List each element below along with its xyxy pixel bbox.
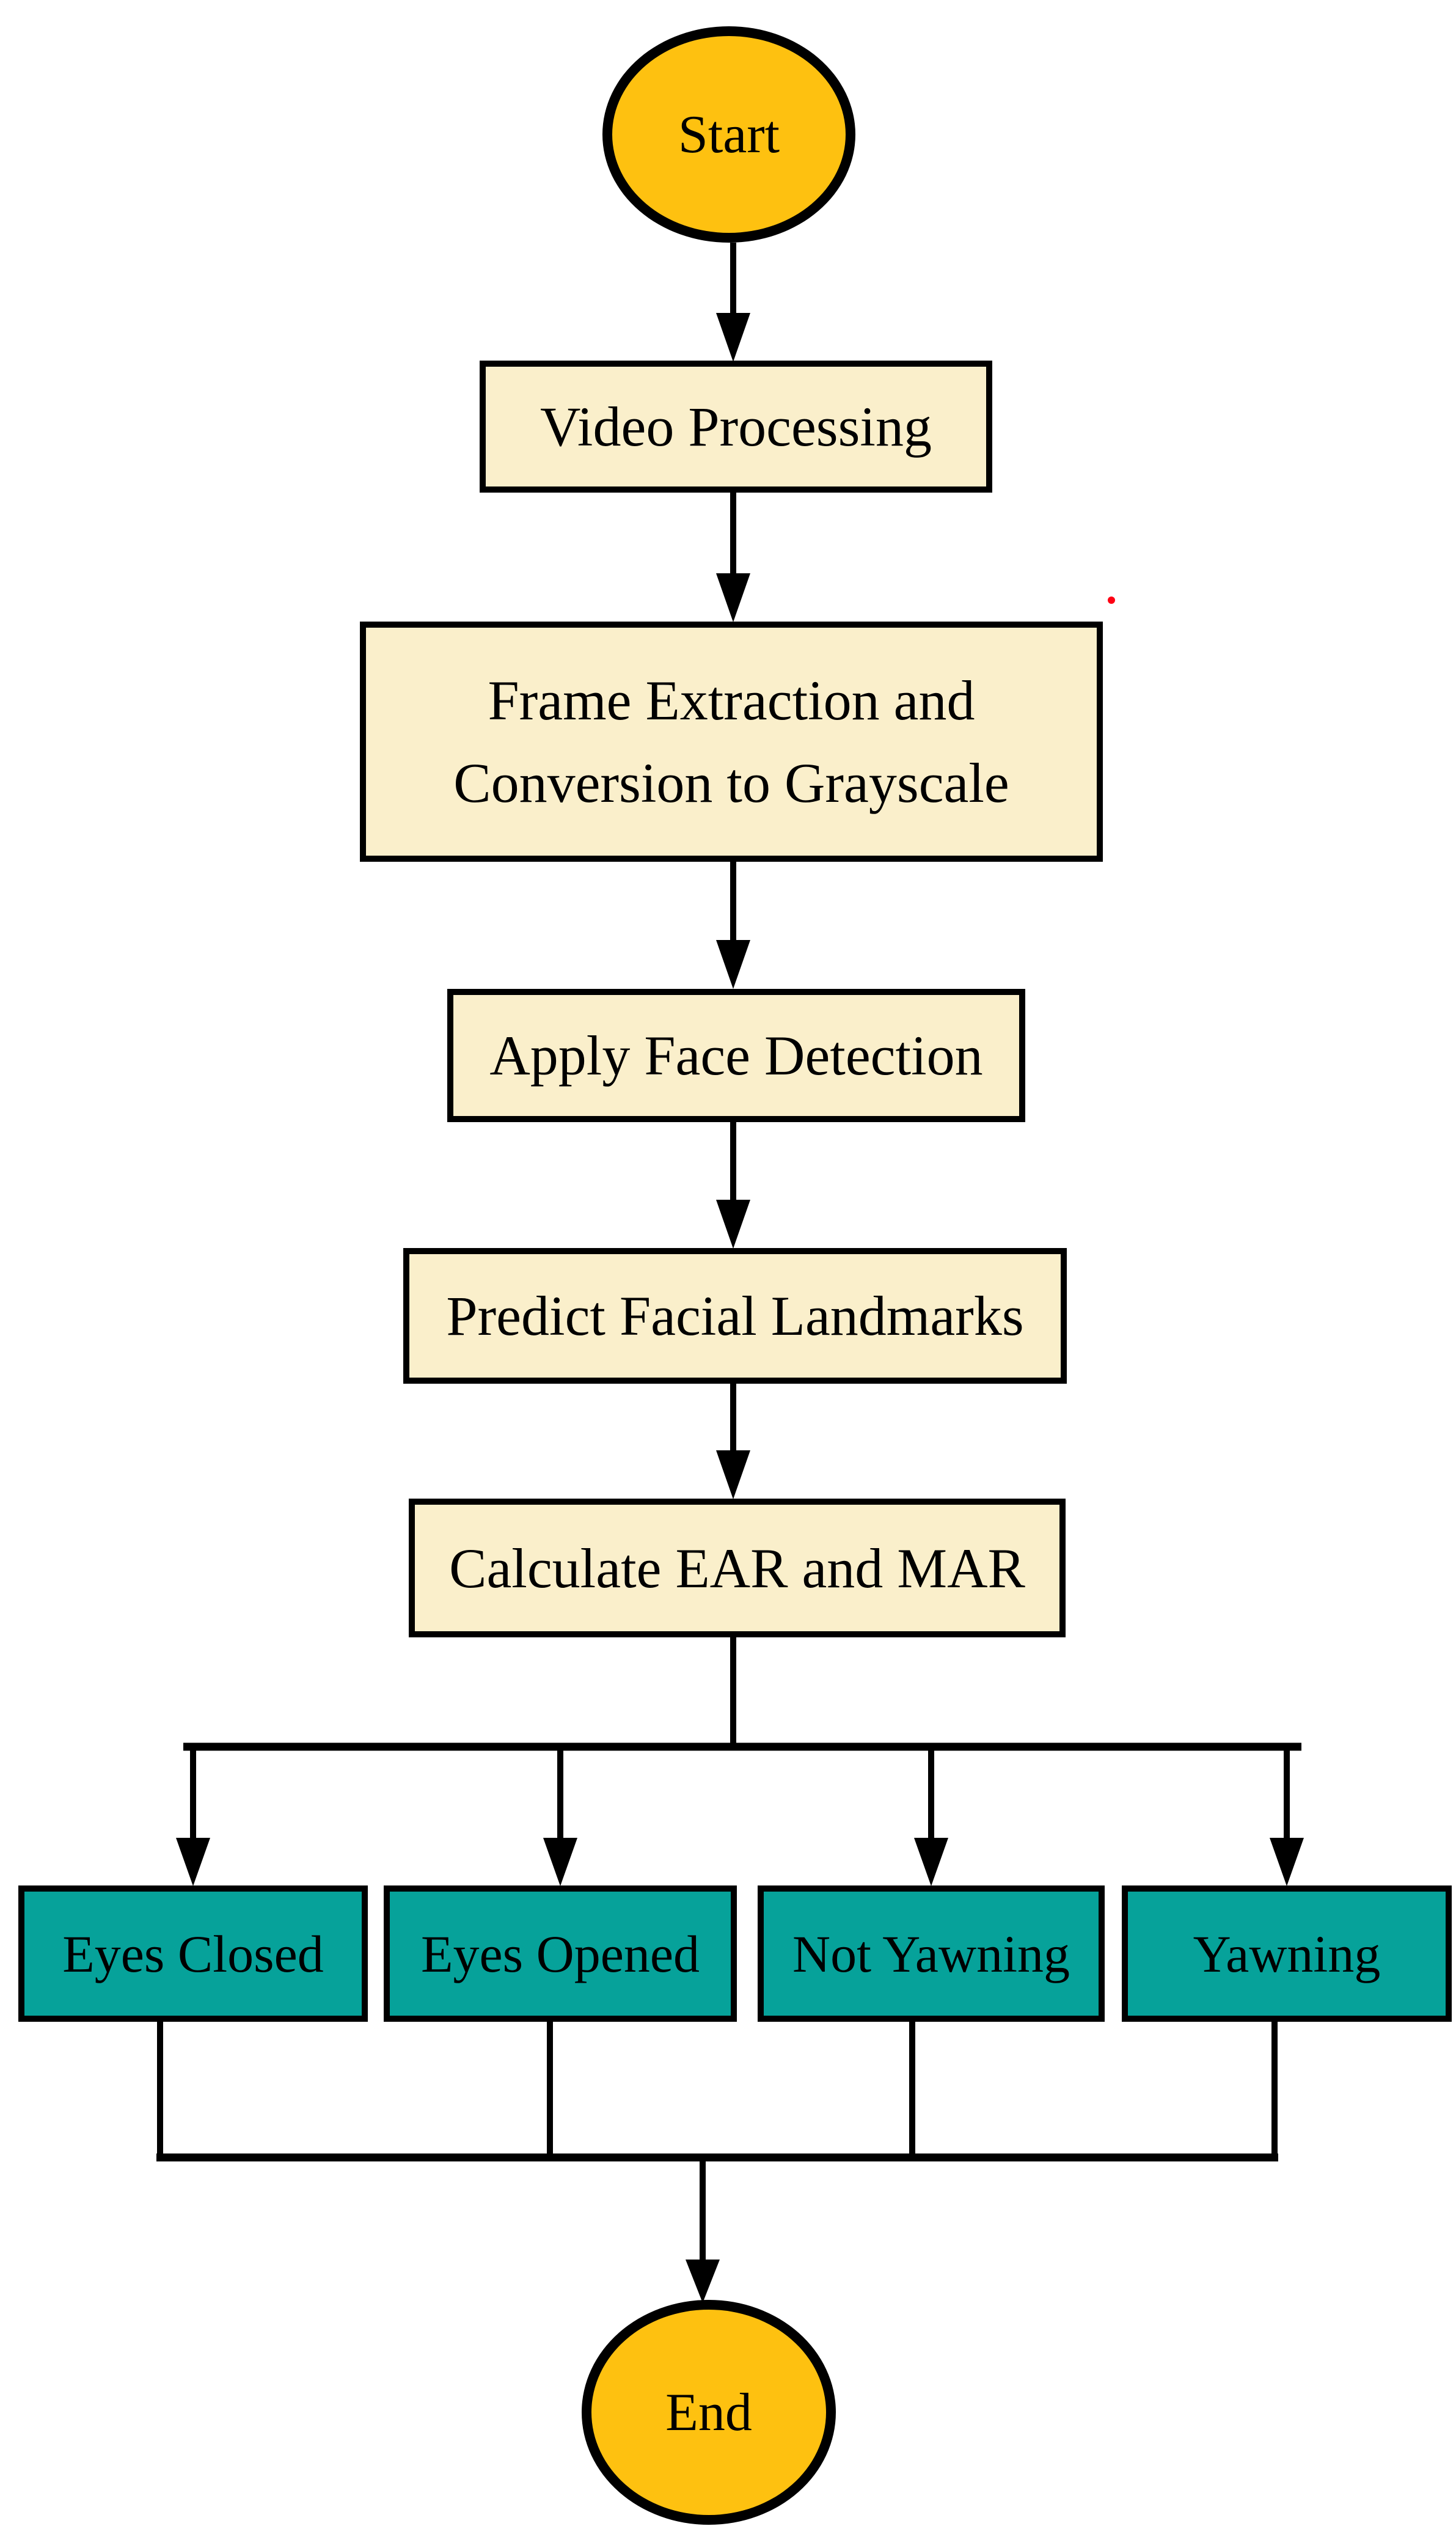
arrow-frame-to-apply-head [716,940,750,989]
process-predict-facial-landmarks-label: Predict Facial Landmarks [446,1285,1024,1347]
arrow-branch-eyes-closed-head [176,1838,210,1886]
outcome-yawning-label: Yawning [1193,1924,1381,1983]
arrow-apply-to-predict-head [716,1200,750,1249]
arrow-predict-to-calc-head [716,1450,750,1499]
outcome-yawning: Yawning [1122,1885,1452,2022]
process-video-processing-label: Video Processing [540,395,932,458]
process-video-processing: Video Processing [480,361,992,493]
outcome-eyes-opened-label: Eyes Opened [420,1924,700,1983]
process-apply-face-detection: Apply Face Detection [447,989,1025,1122]
arrow-merge-to-end-head [686,2260,720,2303]
end-terminal: End [582,2300,836,2525]
start-terminal: Start [602,26,855,243]
outcome-eyes-closed-label: Eyes Closed [62,1924,324,1983]
arrow-branch-not-yawning-head [914,1838,948,1886]
start-label: Start [678,105,780,164]
end-label: End [665,2382,752,2442]
stray-red-dot [1108,597,1115,604]
process-frame-extraction-line1: Frame Extraction and [488,669,975,732]
outcome-not-yawning: Not Yawning [758,1885,1105,2022]
outcome-eyes-closed: Eyes Closed [18,1885,368,2022]
process-calculate-ear-mar-label: Calculate EAR and MAR [449,1537,1025,1599]
process-predict-facial-landmarks: Predict Facial Landmarks [403,1248,1067,1384]
process-calculate-ear-mar: Calculate EAR and MAR [409,1499,1066,1637]
arrow-start-to-video-head [716,313,750,362]
arrow-video-to-frame-head [716,573,750,622]
process-frame-extraction: Frame Extraction and Conversion to Grays… [360,622,1103,862]
outcome-not-yawning-label: Not Yawning [792,1924,1070,1983]
process-frame-extraction-line2: Conversion to Grayscale [453,751,1009,814]
process-apply-face-detection-label: Apply Face Detection [489,1024,983,1087]
outcome-eyes-opened: Eyes Opened [384,1885,737,2022]
arrow-branch-eyes-opened-head [543,1838,577,1886]
arrow-branch-yawning-head [1270,1838,1304,1886]
